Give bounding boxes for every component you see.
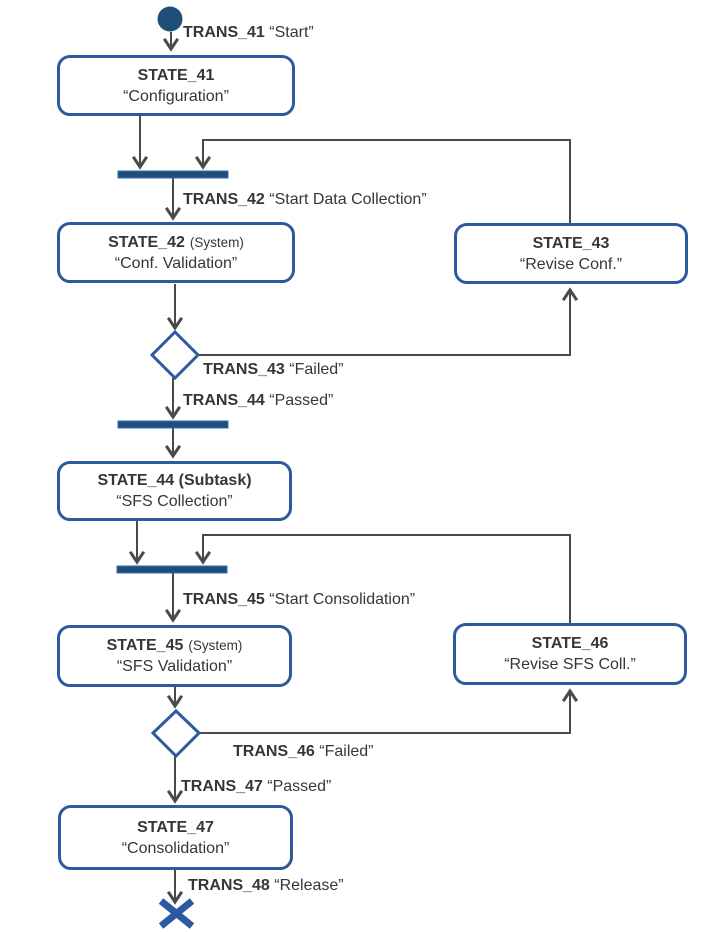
state-qualifier: (System) bbox=[189, 234, 244, 250]
start-node-icon bbox=[157, 6, 183, 32]
transition-desc: “Passed” bbox=[269, 392, 334, 409]
transition-name: TRANS_44 bbox=[183, 392, 265, 409]
connector-decision2-to-state46 bbox=[197, 688, 579, 734]
connector-state46-to-bar3 bbox=[194, 534, 571, 624]
state-name: STATE_46 bbox=[531, 635, 609, 652]
transition-label-trans-42: TRANS_42 “Start Data Collection” bbox=[183, 190, 427, 209]
state-box-state-43: STATE_43 “Revise Conf.” bbox=[454, 223, 688, 284]
transition-label-trans-48: TRANS_48 “Release” bbox=[188, 876, 344, 895]
transition-name: TRANS_42 bbox=[183, 191, 265, 208]
transition-label-trans-47: TRANS_47 “Passed” bbox=[181, 777, 331, 796]
transition-desc: “Failed” bbox=[319, 743, 374, 760]
transition-desc: “Failed” bbox=[289, 361, 344, 378]
transition-name: TRANS_48 bbox=[188, 877, 270, 894]
state-box-state-44: STATE_44 (Subtask) “SFS Collection” bbox=[57, 461, 292, 521]
sync-bar-1 bbox=[117, 170, 229, 179]
state-title: STATE_42(System) bbox=[108, 232, 244, 253]
state-name: STATE_47 bbox=[137, 818, 214, 836]
decision-diamond-1 bbox=[149, 329, 201, 381]
state-title: STATE_46 bbox=[532, 633, 609, 654]
state-label: “SFS Validation” bbox=[116, 658, 233, 675]
transition-desc: “Passed” bbox=[267, 778, 332, 795]
state-box-state-46: STATE_46 “Revise SFS Coll.” bbox=[453, 623, 687, 685]
decision-diamond-2 bbox=[150, 708, 202, 759]
transition-name: TRANS_41 bbox=[183, 24, 265, 41]
state-label: “Revise SFS Coll.” bbox=[504, 656, 636, 673]
state-box-state-42: STATE_42(System) “Conf. Validation” bbox=[57, 222, 295, 283]
state-title: STATE_44 (Subtask) bbox=[97, 470, 251, 491]
state-box-state-45: STATE_45 (System) “SFS Validation” bbox=[57, 625, 292, 687]
state-label: “SFS Collection” bbox=[116, 493, 233, 510]
transition-name: TRANS_47 bbox=[181, 778, 263, 795]
state-label: “Revise Conf.” bbox=[519, 255, 623, 273]
state-name: STATE_41 bbox=[137, 66, 215, 84]
transition-label-trans-41: TRANS_41 “Start” bbox=[183, 23, 314, 42]
transition-desc: “Start” bbox=[269, 24, 314, 41]
transition-label-trans-46: TRANS_46 “Failed” bbox=[233, 742, 374, 761]
state-name: STATE_42 bbox=[108, 233, 185, 251]
transition-label-trans-44: TRANS_44 “Passed” bbox=[183, 391, 333, 410]
transition-desc: “Start Data Collection” bbox=[269, 191, 427, 208]
state-name: STATE_43 bbox=[532, 234, 610, 252]
transition-label-trans-43: TRANS_43 “Failed” bbox=[203, 360, 344, 379]
state-title: STATE_41 bbox=[138, 65, 215, 86]
transition-name: TRANS_45 bbox=[183, 591, 265, 608]
state-title: STATE_47 bbox=[137, 817, 214, 838]
state-box-state-41: STATE_41 “Configuration” bbox=[57, 55, 295, 116]
state-name: STATE_44 (Subtask) bbox=[97, 472, 252, 489]
sync-bar-2 bbox=[117, 420, 229, 429]
transition-desc: “Release” bbox=[274, 877, 344, 894]
state-label: “Consolidation” bbox=[121, 839, 230, 857]
state-title: STATE_43 bbox=[533, 233, 610, 254]
end-node-icon bbox=[158, 898, 195, 929]
transition-name: TRANS_46 bbox=[233, 743, 315, 760]
connector-state43-to-bar1 bbox=[194, 139, 571, 224]
state-title: STATE_45 (System) bbox=[107, 635, 243, 656]
state-name: STATE_45 bbox=[106, 637, 184, 654]
state-qualifier: (System) bbox=[188, 638, 243, 653]
transition-name: TRANS_43 bbox=[203, 361, 285, 378]
connector-decision1-to-state43 bbox=[197, 287, 579, 356]
transition-label-trans-45: TRANS_45 “Start Consolidation” bbox=[183, 590, 415, 609]
sync-bar-3 bbox=[116, 565, 228, 574]
state-box-state-47: STATE_47 “Consolidation” bbox=[58, 805, 293, 870]
state-label: “Configuration” bbox=[123, 87, 229, 105]
transition-desc: “Start Consolidation” bbox=[269, 591, 416, 608]
state-label: “Conf. Validation” bbox=[114, 254, 238, 272]
